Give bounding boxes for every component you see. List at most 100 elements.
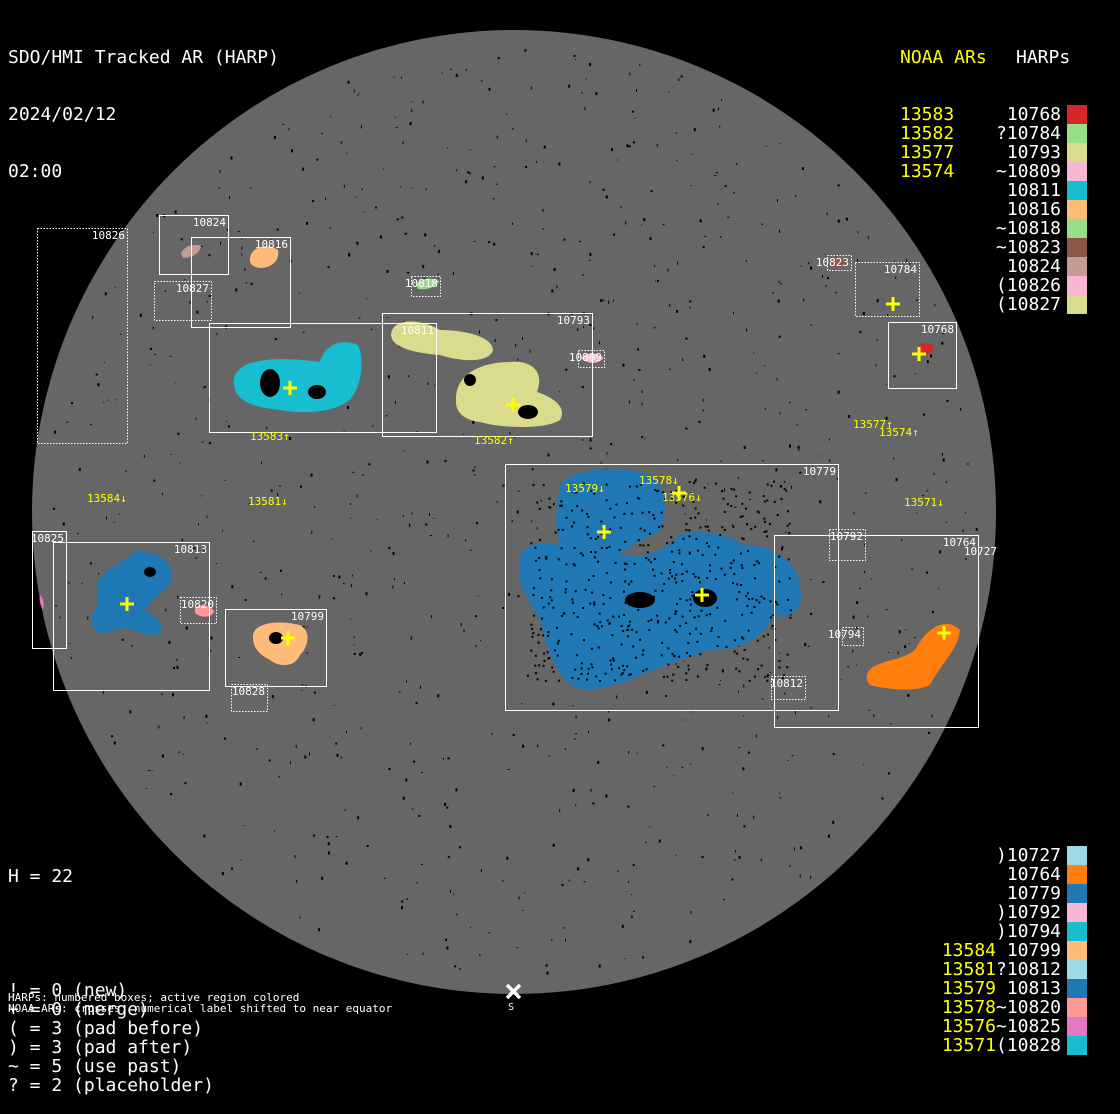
noaa-cross-icon [597, 525, 611, 539]
legend-row: 13578~10820 [900, 997, 1088, 1018]
noaa-ar-number: 13577 [900, 142, 955, 163]
noaa-cross-icon [283, 381, 297, 395]
legend-row: 10811 [900, 180, 1088, 201]
active-region-patch [829, 256, 847, 267]
noaa-ar-number: 13571 [941, 1035, 996, 1056]
harp-box [855, 262, 920, 317]
harp-box [505, 464, 839, 711]
harp-box [32, 531, 67, 649]
legend-row: 13574~10809 [900, 161, 1088, 182]
harp-box [827, 255, 852, 271]
noaa-ar-label: 13576↓ [662, 491, 702, 504]
harp-box [774, 535, 979, 728]
stat-line: ! = 0 (new) [8, 980, 128, 1001]
color-swatch [1067, 238, 1088, 257]
harp-number: )10792 [996, 902, 1062, 923]
color-swatch [1067, 922, 1088, 941]
harp-box [53, 542, 210, 691]
harp-number: )10794 [996, 921, 1062, 942]
harp-box [209, 323, 437, 433]
harp-number: 10816 [996, 199, 1062, 220]
harp-box [191, 237, 291, 328]
harp-box [829, 529, 866, 561]
harp-box-label: 10823 [816, 256, 849, 269]
harp-number: 10799 [996, 940, 1062, 961]
harp-box [159, 215, 229, 275]
harp-box-label: 10793 [557, 314, 590, 327]
harp-box-label: 10779 [803, 465, 836, 478]
noaa-cross-icon [281, 631, 295, 645]
color-swatch [1067, 998, 1088, 1017]
active-region-patch [519, 468, 801, 690]
active-region-patch [249, 246, 279, 268]
color-swatch [1067, 219, 1088, 238]
color-swatch [1067, 884, 1088, 903]
harp-box [578, 350, 605, 368]
harp-box-label: 10727 [964, 545, 997, 558]
noaa-ar-label: 13579↓ [565, 482, 605, 495]
harp-box-label: 10813 [174, 543, 207, 556]
harp-box-label: 10820 [181, 598, 214, 611]
noaa-ar-number: 13581 [941, 959, 996, 980]
harp-number: ~10825 [996, 1016, 1062, 1037]
harp-number: ~10820 [996, 997, 1062, 1018]
noaa-cross-icon [937, 626, 951, 640]
color-swatch [1067, 200, 1088, 219]
color-swatch [1067, 1036, 1088, 1055]
noaa-cross-icon [672, 486, 686, 500]
harp-number: ~10809 [996, 161, 1062, 182]
harp-number: 10768 [996, 104, 1062, 125]
legend-row: 13583 10768 [900, 104, 1088, 125]
color-swatch [1067, 162, 1088, 181]
stat-line: ~ = 5 (use past) [8, 1056, 182, 1077]
noaa-ar-label: 13581↓ [248, 495, 288, 508]
harp-box [231, 684, 268, 712]
noaa-ar-number: 13578 [941, 997, 996, 1018]
harp-number: 10793 [996, 142, 1062, 163]
legend-row: 13577 10793 [900, 142, 1088, 163]
harp-box-label: 10828 [232, 685, 265, 698]
harp-box [37, 228, 128, 444]
harp-number: (10826 [996, 275, 1062, 296]
harp-box-label: 10809 [569, 351, 602, 364]
harp-box [154, 281, 212, 321]
harp-number: (10827 [996, 294, 1062, 315]
noaa-ar-label: 13584↓ [87, 492, 127, 505]
legend-row: 10764 [900, 865, 1088, 884]
stat-line: ) = 3 (pad after) [8, 1037, 193, 1058]
harp-box-label: 10825 [31, 532, 64, 545]
x-icon [505, 983, 522, 1000]
harps-header: HARPs [1016, 47, 1071, 68]
legend-row: )10794 [900, 921, 1088, 942]
harp-box-label: 10827 [176, 282, 209, 295]
harp-box-label: 10784 [884, 263, 917, 276]
noaa-ar-label: 13574↑ [879, 426, 919, 439]
noaa-ar-number: 13584 [941, 940, 996, 961]
harp-number: 10811 [996, 180, 1062, 201]
noaa-ar-label: 13583↑ [250, 430, 290, 443]
harp-number: 10824 [996, 256, 1062, 277]
south-label: S [508, 1002, 514, 1013]
color-swatch [1067, 960, 1088, 979]
active-region-patch [918, 342, 934, 356]
noaa-ar-label: 13582↑ [474, 434, 514, 447]
color-swatch [1067, 181, 1088, 200]
active-region-patch [252, 622, 308, 666]
legend-row: 13582?10784 [900, 123, 1088, 144]
noaa-ar-number: 13579 [941, 978, 996, 999]
harp-number: (10828 [996, 1035, 1062, 1056]
legend-row: 13579 10813 [900, 978, 1088, 999]
color-swatch [1067, 143, 1088, 162]
harp-box-label: 10799 [291, 610, 324, 623]
footer-line-1: HARPs: numbered boxes; active region col… [8, 991, 300, 1004]
noaa-labels: 13583↑13582↑13577↑13574↑13584↓13581↓1357… [87, 418, 944, 509]
footer-line-2: NOAA ARs: crosses; numerical label shift… [8, 1002, 393, 1015]
color-swatch [1067, 295, 1088, 314]
noaa-ar-number: 13582 [900, 123, 955, 144]
harp-number: ?10812 [996, 959, 1062, 980]
harp-box [225, 609, 327, 687]
noaa-cross-icon [912, 347, 926, 361]
legend-row: 10824 [900, 256, 1088, 277]
